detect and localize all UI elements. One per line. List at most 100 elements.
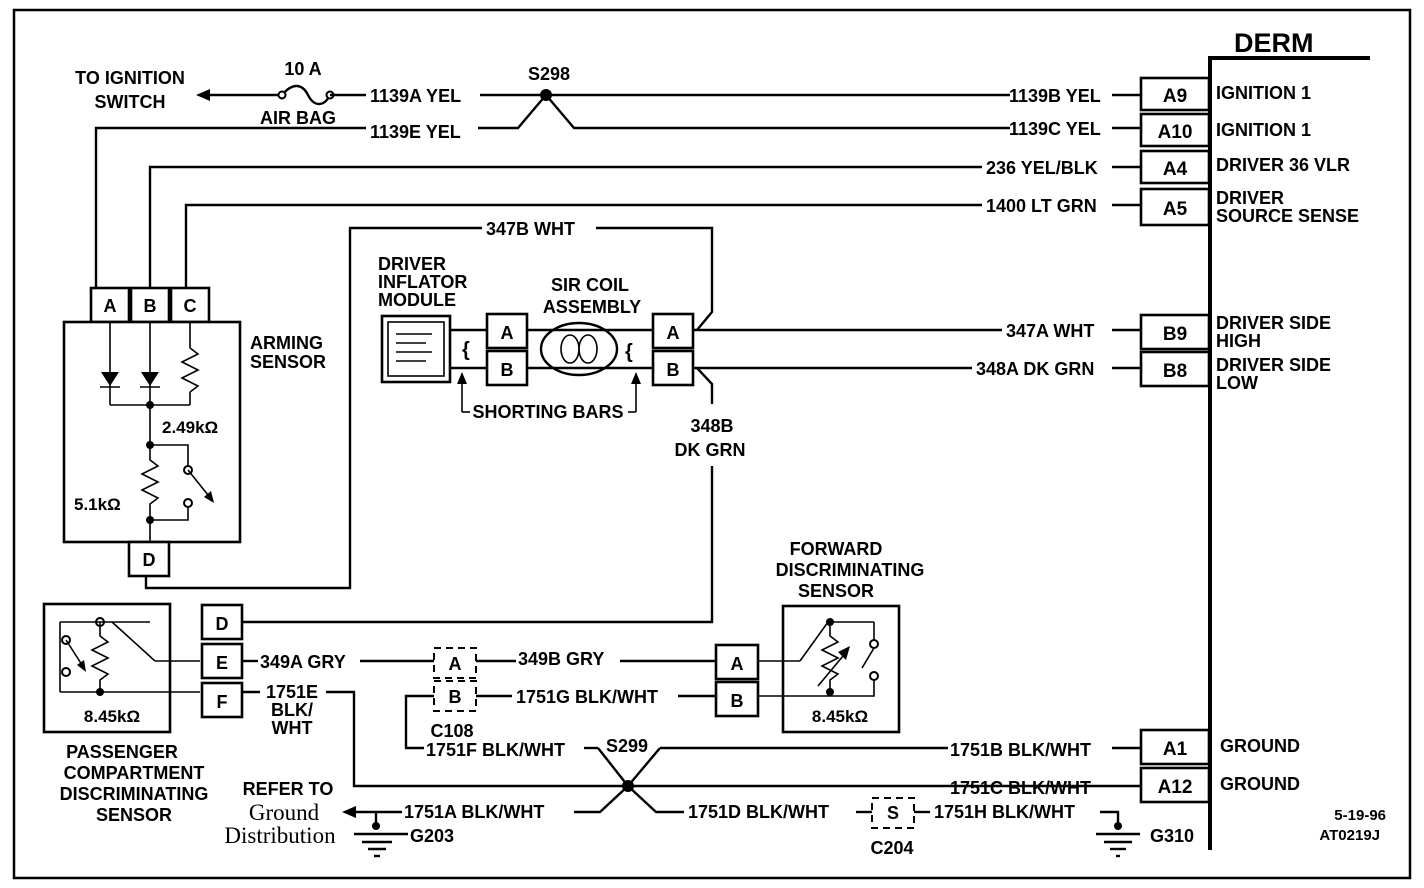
inflator-title-2: INFLATOR — [378, 272, 467, 292]
arming-pin-d: D — [143, 550, 156, 570]
wire-1751d: 1751D BLK/WHT — [688, 802, 829, 822]
coil-pin-a: A — [667, 323, 680, 343]
derm-pin-box-a10 — [1139, 112, 1211, 148]
forward-sensor-body — [781, 604, 901, 734]
connector-c108: A B C108 349B GRY 1751G BLK/WHT 1751F BL… — [404, 647, 716, 760]
derm-module: DERM A9 A10 A4 A5 B9 B8 A1 A12 IGNITION … — [1139, 28, 1370, 850]
resistor-51k-icon — [140, 445, 160, 520]
derm-pin-box-b9 — [1139, 313, 1211, 351]
diode-2-icon — [141, 372, 159, 386]
derm-pin-a4: A4 — [1163, 159, 1188, 180]
passenger-pin-d: D — [216, 614, 229, 634]
derm-label-ignition-1-a: IGNITION 1 — [1216, 83, 1311, 103]
inflator-body — [380, 314, 452, 384]
forward-pin-a: A — [731, 654, 744, 674]
sir-coil-title-2: ASSEMBLY — [543, 297, 641, 317]
derm-label-driver-side-high-1: DRIVER SIDE — [1216, 313, 1331, 333]
resistor-249k-icon — [180, 347, 200, 393]
derm-label-ground-a12: GROUND — [1220, 774, 1300, 794]
c108-label: C108 — [430, 721, 473, 741]
refer-distribution-label: Distribution — [224, 823, 336, 848]
derm-pin-box-a5 — [1139, 187, 1211, 227]
arrow-up-icon — [457, 372, 467, 384]
derm-label-driver-36-vlr: DRIVER 36 VLR — [1216, 155, 1350, 175]
shorting-bar-1-icon: { — [462, 339, 470, 361]
ground-g203-label: G203 — [410, 826, 454, 846]
resistor-249k-label: 2.49kΩ — [162, 418, 218, 437]
wire-1400: 1400 LT GRN — [986, 196, 1097, 216]
wire-1751e-3: WHT — [272, 718, 313, 738]
arming-sensor-title-1: ARMING — [250, 333, 323, 353]
passenger-sensor: 8.45kΩ D E F PASSENGER COMPARTMENT DISCR… — [42, 602, 244, 825]
derm-label-driver: DRIVER — [1216, 188, 1284, 208]
c108-pin-a: A — [449, 654, 462, 674]
passenger-pin-e: E — [216, 653, 228, 673]
ground-g310-label: G310 — [1150, 826, 1194, 846]
wire-1751b: 1751B BLK/WHT — [950, 740, 1091, 760]
ground-g310-icon — [1096, 832, 1140, 858]
arming-sensor: A B C 2.49kΩ 5.1kΩ D ARMING SENSOR — [62, 286, 326, 578]
forward-resistor-icon — [820, 622, 840, 692]
diode-1-icon — [101, 372, 119, 386]
derm-pin-a10: A10 — [1158, 122, 1193, 143]
derm-label-driver-side-low-1: DRIVER SIDE — [1216, 355, 1331, 375]
wire-349a: 349A GRY — [260, 652, 346, 672]
shorting-bars-label: SHORTING BARS — [472, 402, 623, 422]
refer-ground-label: Ground — [249, 800, 320, 825]
forward-title-1: FORWARD — [790, 539, 883, 559]
derm-label-ground-a1: GROUND — [1220, 736, 1300, 756]
wire-1139b: 1139B YEL — [1009, 86, 1101, 106]
wire-1751c: 1751C BLK/WHT — [950, 778, 1091, 798]
sir-coil-title-1: SIR COIL — [551, 275, 629, 295]
derm-label-source-sense: SOURCE SENSE — [1216, 206, 1359, 226]
derm-pin-a9: A9 — [1163, 86, 1187, 107]
inflator-bag-icon — [396, 333, 432, 362]
wire-1751e-1: 1751E — [266, 682, 318, 702]
inflator-title-3: MODULE — [378, 290, 456, 310]
driver-inflator-module: DRIVER INFLATOR MODULE { A B — [378, 254, 529, 387]
wire-349b: 349B GRY — [518, 649, 604, 669]
forward-title-2: DISCRIMINATING — [776, 560, 925, 580]
passenger-resistor-icon — [90, 622, 110, 692]
fuse-rating: 10 A — [284, 59, 321, 79]
coil-pin-b: B — [667, 360, 680, 380]
shorting-bar-2-icon: { — [625, 341, 633, 363]
ground-network: S299 1751B BLK/WHT 1751C BLK/WHT 1751A B… — [224, 736, 1194, 858]
splice-s299-dot — [622, 780, 634, 792]
splice-s298: S298 — [528, 64, 570, 84]
forward-title-3: SENSOR — [798, 581, 874, 601]
wire-1139c: 1139C YEL — [1009, 119, 1101, 139]
wire-348b-1: 348B — [690, 416, 733, 436]
forward-switch-icon — [861, 647, 875, 669]
ground-g203-icon — [362, 840, 392, 858]
c204-pin-s: S — [887, 803, 899, 823]
derm-pin-b8: B8 — [1163, 361, 1187, 382]
forward-pin-b: B — [731, 691, 744, 711]
inflator-pin-b: B — [501, 360, 514, 380]
arrow-left-icon — [196, 89, 210, 101]
splice-s299: S299 — [606, 736, 648, 756]
c204-label: C204 — [870, 838, 913, 858]
wire-347a: 347A WHT — [1006, 321, 1094, 341]
passenger-title-3: DISCRIMINATING — [60, 784, 209, 804]
wire-1139a: 1139A YEL — [370, 86, 461, 106]
to-ignition-label-2: SWITCH — [95, 92, 166, 112]
wire-1139e: 1139E YEL — [370, 122, 461, 142]
to-ignition-label-1: TO IGNITION — [75, 68, 185, 88]
footer-date: 5-19-96 — [1334, 807, 1386, 824]
sir-coil-assembly: SIR COIL ASSEMBLY { A B SHORTING BARS — [457, 275, 695, 422]
resistor-51k-label: 5.1kΩ — [74, 495, 121, 514]
arming-sensor-title-2: SENSOR — [250, 352, 326, 372]
arming-sensor-body — [62, 320, 242, 544]
wire-1751f: 1751F BLK/WHT — [426, 740, 565, 760]
wire-1751a: 1751A BLK/WHT — [404, 802, 544, 822]
inflator-title-1: DRIVER — [378, 254, 446, 274]
passenger-pin-f: F — [217, 692, 228, 712]
passenger-title-2: COMPARTMENT — [64, 763, 205, 783]
passenger-title-1: PASSENGER — [66, 742, 178, 762]
derm-label-ignition-1-b: IGNITION 1 — [1216, 120, 1311, 140]
arming-pin-a: A — [104, 296, 117, 316]
derm-label-driver-side-high-2: HIGH — [1216, 331, 1261, 351]
derm-pin-a12: A12 — [1158, 777, 1193, 798]
